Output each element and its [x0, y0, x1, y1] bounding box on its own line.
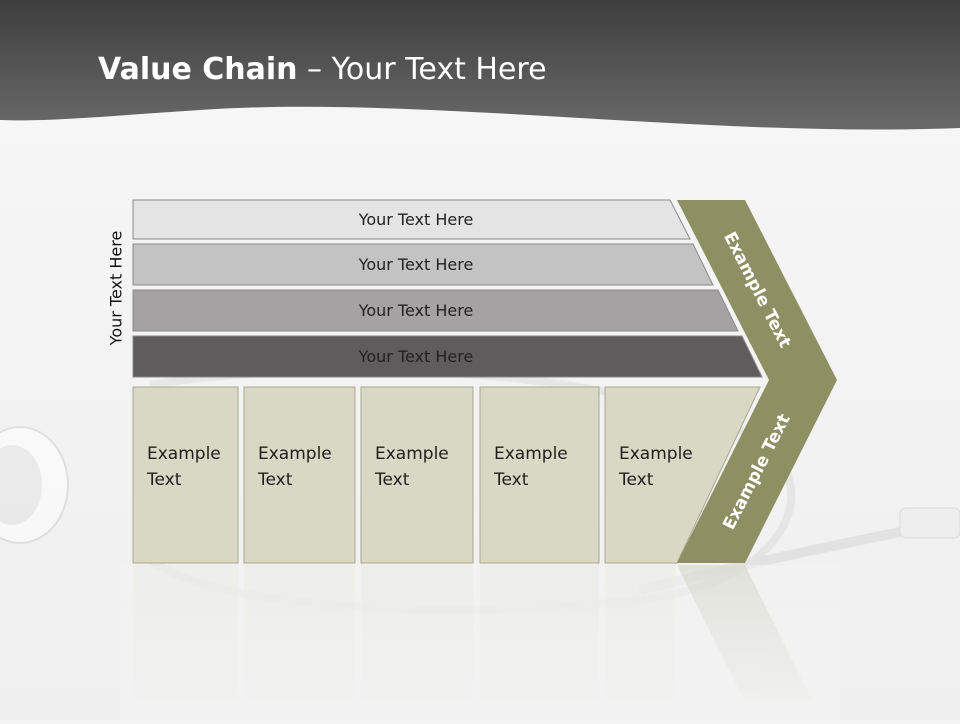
- box-label-1-line-2: Text: [146, 470, 182, 490]
- box-label-2-line-1: Example: [258, 444, 332, 464]
- box-label-3-line-1: Example: [375, 444, 449, 464]
- box-label-1-line-1: Example: [147, 444, 221, 464]
- bar-3: [132, 289, 739, 332]
- page-title: Value Chain – Your Text Here: [98, 52, 547, 87]
- box-2: [243, 386, 356, 564]
- chevron-arrow: Example Text Example Text: [677, 200, 837, 563]
- box-label-5-line-1: Example: [619, 444, 693, 464]
- bar-label-4: Your Text Here: [358, 347, 474, 366]
- box-3: [360, 386, 474, 564]
- reflection-fade: [120, 565, 840, 720]
- bar-label-2: Your Text Here: [358, 255, 474, 274]
- box-label-4-line-1: Example: [494, 444, 568, 464]
- chevron-upper-arm: [677, 200, 837, 380]
- box-label-4-line-2: Text: [493, 470, 529, 490]
- box-label-5-line-2: Text: [618, 470, 654, 490]
- header-band: [0, 0, 960, 130]
- box-1: [132, 386, 239, 564]
- side-label: Your Text Here: [106, 230, 126, 346]
- box-label-2-line-2: Text: [257, 470, 293, 490]
- bar-2: [132, 243, 714, 286]
- bar-label-3: Your Text Here: [358, 301, 474, 320]
- bar-label-1: Your Text Here: [358, 210, 474, 229]
- box-4: [479, 386, 600, 564]
- box-label-3-line-2: Text: [374, 470, 410, 490]
- bar-4: [132, 335, 763, 378]
- chevron-lower-arm: [677, 380, 837, 563]
- bar-1: [132, 199, 691, 240]
